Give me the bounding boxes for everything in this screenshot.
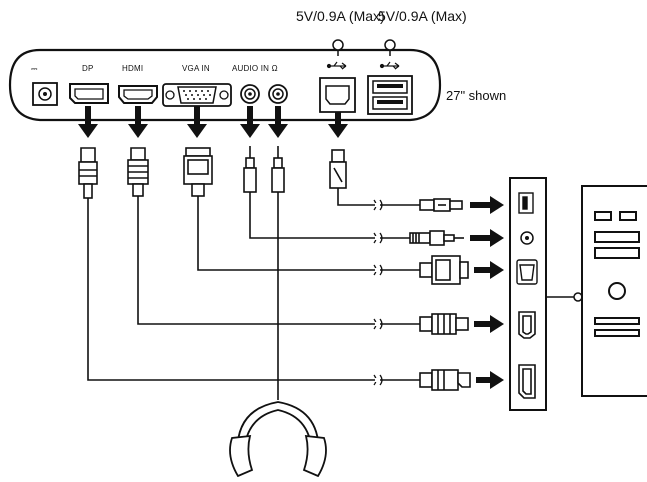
- dp-port-label: DP: [82, 64, 94, 73]
- computer-vga-port: [516, 259, 538, 285]
- audio-right-down-arrow: [268, 106, 288, 138]
- down-arrows: [78, 106, 348, 138]
- dp-cable-plug: [78, 147, 98, 199]
- audio-jack-right: [268, 84, 288, 104]
- dp-down-arrow: [78, 106, 98, 138]
- dp-port: [69, 83, 109, 104]
- vga-port: [162, 83, 232, 107]
- usb-power-label-right: 5V/0.9A (Max): [378, 8, 467, 24]
- panel-to-tower-link: [546, 292, 583, 302]
- audio-right-arrow: [470, 229, 504, 247]
- usb-icon: [326, 61, 347, 70]
- audio-cable-plug-left: [243, 146, 257, 193]
- model-size-note: 27" shown: [446, 88, 507, 103]
- power-dc-port: [32, 82, 58, 106]
- hdmi-cable-plug-horizontal: [419, 313, 469, 335]
- audio-cable-plug-horizontal: [409, 230, 464, 246]
- power-dc-icon: ⎓: [31, 64, 38, 73]
- usb-icon: [379, 61, 400, 70]
- vga-right-arrow: [474, 261, 504, 279]
- vga-cable-plug: [183, 147, 213, 197]
- cable-break-marks: [373, 199, 383, 386]
- hdmi-cable-plug: [127, 147, 149, 197]
- usb-down-arrow: [328, 112, 348, 138]
- audio-port-label: AUDIO IN Ω: [232, 64, 278, 73]
- dp-cable-plug-horizontal: [419, 369, 471, 391]
- hdmi-right-arrow: [474, 315, 504, 333]
- computer-dp-port: [518, 364, 536, 399]
- usb-b-cable-plug: [329, 149, 347, 189]
- computer-audio-jack: [520, 231, 534, 245]
- hdmi-port: [118, 85, 158, 104]
- usb-a-ports: [367, 75, 413, 115]
- hdmi-down-arrow: [128, 106, 148, 138]
- usb-b-port: [319, 77, 356, 113]
- audio-cable-plug-right: [271, 146, 285, 193]
- vga-down-arrow: [187, 106, 207, 138]
- cable-break-gaps: [375, 203, 380, 382]
- usb-power-label-left: 5V/0.9A (Max): [296, 8, 385, 24]
- computer-hdmi-port: [518, 311, 536, 339]
- dp-right-arrow: [476, 371, 504, 389]
- cables: [87, 188, 420, 400]
- headphone-icon: [229, 401, 327, 478]
- usb-power-indicator-left: [332, 39, 344, 56]
- usb-a-cable-plug: [419, 198, 463, 212]
- vga-port-label: VGA IN: [182, 64, 210, 73]
- computer-io-panel: [509, 177, 547, 411]
- audio-jack-left: [240, 84, 260, 104]
- hdmi-port-label: HDMI: [122, 64, 144, 73]
- vga-cable-plug-horizontal: [419, 255, 469, 285]
- computer-usb-port: [518, 192, 534, 214]
- usb-power-indicator-right: [384, 39, 396, 56]
- usb-right-arrow: [470, 196, 504, 214]
- computer-tower-icon: [581, 185, 647, 397]
- audio-left-down-arrow: [240, 106, 260, 138]
- right-arrows: [470, 196, 504, 389]
